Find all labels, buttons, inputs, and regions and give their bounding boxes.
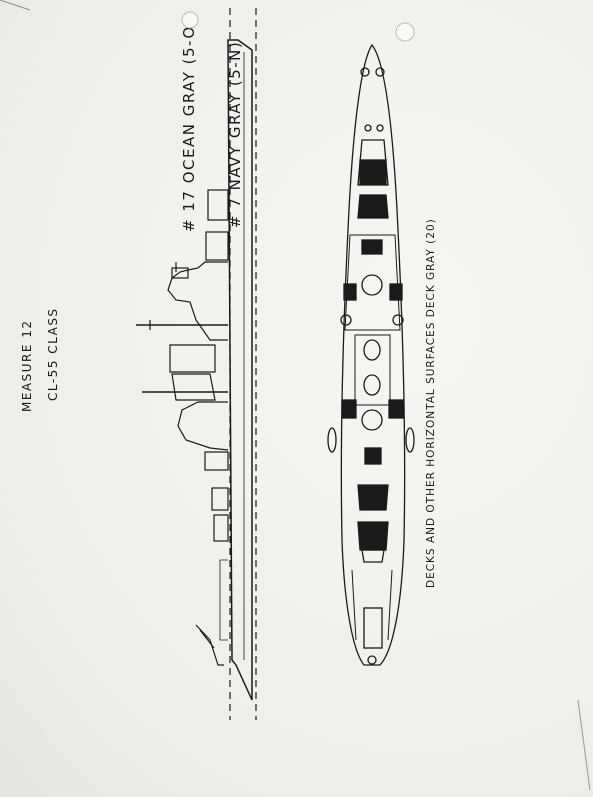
plan-aa-2 (392, 314, 404, 326)
edge-smudge-1 (0, 0, 31, 11)
hull-outline (227, 39, 253, 701)
plan-funnel-aft (363, 374, 381, 396)
crane-brace (199, 629, 215, 649)
plan-funnel-fwd (363, 339, 381, 361)
turret-3 (211, 487, 229, 511)
forward-funnel (169, 344, 216, 373)
turret-4 (213, 514, 229, 542)
plan-5in-mount-port-fwd (343, 283, 357, 301)
plan-funnels-area (354, 334, 391, 406)
aft-superstructure (177, 401, 229, 451)
plan-stern-crane (367, 655, 377, 665)
aft-funnel (171, 373, 216, 401)
plan-turret-2 (357, 194, 389, 219)
plan-rail-port (351, 569, 357, 641)
forward-superstructure (167, 261, 228, 341)
plan-turret-1 (359, 159, 387, 185)
plan-5in-mount-stbd-fwd (389, 283, 403, 301)
turret-1 (207, 189, 229, 221)
capstan-left (364, 124, 372, 132)
bridge-top (171, 267, 189, 279)
anchor-right (375, 67, 385, 77)
plan-turret-3 (357, 484, 389, 511)
aft-deckhouse (204, 451, 229, 471)
plan-rail-stbd (387, 569, 393, 641)
punch-hole-top (395, 22, 415, 42)
side-profile (136, 8, 257, 720)
plan-boat-stbd (405, 427, 415, 453)
plan-hull-outline (340, 43, 406, 666)
stern-deck-fittings (219, 559, 228, 641)
plan-barrels-1 (357, 139, 389, 186)
turret-2 (205, 231, 229, 261)
plan-barrels-4 (361, 549, 385, 563)
anchor-left (360, 67, 370, 77)
top-plan-view (327, 43, 415, 666)
plan-5in-mount-aft (364, 447, 382, 465)
edge-smudge-2 (577, 699, 591, 791)
plan-turret-4 (357, 521, 389, 551)
plan-5in-mount-stbd-aft (388, 399, 404, 419)
capstan-right (376, 124, 384, 132)
plan-boat-port (327, 427, 337, 453)
punch-hole-left (181, 11, 199, 29)
plan-hangar-hatch (363, 607, 383, 649)
plan-5in-mount-port-aft (341, 399, 357, 419)
stern-crane (195, 624, 224, 666)
plan-director-aft (361, 409, 383, 431)
plan-aa-1 (340, 314, 352, 326)
plan-director-fwd (361, 274, 383, 296)
plan-5in-mount-fwd (361, 239, 383, 255)
